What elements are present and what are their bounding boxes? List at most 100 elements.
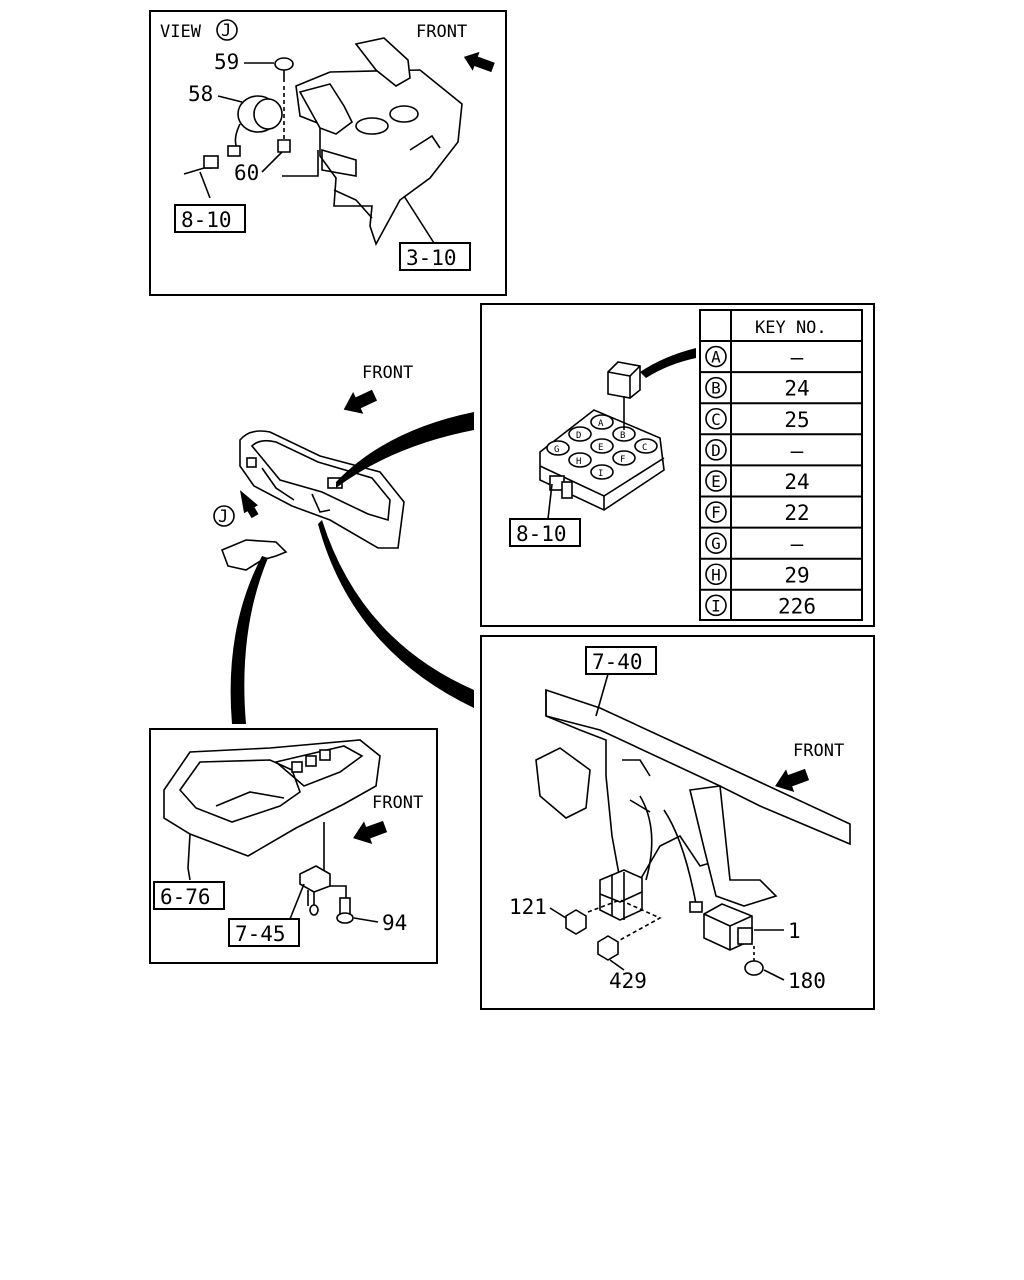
ref-7-45: 7-45 xyxy=(235,922,286,946)
key-letter-circle xyxy=(705,439,727,461)
part-429-drawing xyxy=(597,935,619,961)
view-front-arrow-icon xyxy=(463,51,495,73)
part-58-drawing xyxy=(227,95,283,157)
key-value-f: 22 xyxy=(784,501,809,525)
key-letter-f: F xyxy=(711,503,721,522)
leader-relay-ref xyxy=(547,483,553,520)
view-letter-circle xyxy=(216,19,238,41)
relay-ref: 8-10 xyxy=(516,522,567,546)
leader-180 xyxy=(763,969,785,981)
bracket-drawing xyxy=(295,37,463,246)
key-value-a: – xyxy=(791,346,804,370)
socket-i xyxy=(590,464,614,480)
key-letter-circle xyxy=(705,532,727,554)
key-value-i: 226 xyxy=(778,594,816,618)
socket-i-letter: I xyxy=(598,469,603,479)
view-ref-8-10-box xyxy=(174,204,246,233)
view-part-60: 60 xyxy=(234,161,259,185)
part-60-drawing xyxy=(277,139,291,153)
console-drawing xyxy=(163,739,381,881)
part-1: 1 xyxy=(788,919,801,943)
leader-60 xyxy=(261,151,283,173)
key-letter-g: G xyxy=(711,534,721,553)
part-180: 180 xyxy=(788,969,826,993)
key-letter-a: A xyxy=(711,348,721,367)
part-180-drawing xyxy=(744,960,764,976)
leader-94 xyxy=(353,917,379,923)
leader-7-45 xyxy=(289,883,305,920)
leader-3-10 xyxy=(403,195,435,244)
view-ref-3-10: 3-10 xyxy=(406,246,457,270)
ref-7-45-box xyxy=(228,918,300,947)
frame-drawing xyxy=(535,688,851,913)
lower-left-frame xyxy=(149,728,438,964)
socket-g-letter: G xyxy=(554,445,559,455)
switch-drawing xyxy=(299,865,347,916)
ref-6-76-box xyxy=(153,881,225,910)
leader-121 xyxy=(549,907,567,919)
callout-lower-right xyxy=(318,520,474,708)
key-letter-i: I xyxy=(711,596,721,615)
socket-f-letter: F xyxy=(620,455,625,465)
main-front-arrow-icon xyxy=(343,389,378,414)
socket-c-letter: C xyxy=(642,443,647,453)
relay-drawing xyxy=(607,361,641,430)
callout-relay xyxy=(336,412,474,488)
socket-d-letter: D xyxy=(576,431,581,441)
view-j-arrow-icon xyxy=(240,490,259,519)
key-letter-e: E xyxy=(711,472,721,491)
part-429: 429 xyxy=(609,969,647,993)
relay-frame xyxy=(480,303,875,627)
key-value-g: – xyxy=(791,532,804,556)
bolt-94-drawing xyxy=(336,897,354,924)
view-part-58: 58 xyxy=(188,82,213,106)
key-value-e: 24 xyxy=(784,470,809,494)
leader-7-40 xyxy=(595,673,609,717)
key-letter-b: B xyxy=(711,379,721,398)
main-view-j-circle xyxy=(213,505,235,527)
key-letter-circle xyxy=(705,345,727,368)
key-value-h: 29 xyxy=(784,563,809,587)
relay-block-121-drawing xyxy=(599,869,643,921)
relay-ref-box xyxy=(509,518,581,547)
view-front-label: FRONT xyxy=(416,22,467,42)
socket-g xyxy=(546,440,570,456)
key-value-c: 25 xyxy=(784,408,809,432)
socket-b-letter: B xyxy=(620,431,625,441)
relay-block-drawing: A B C D E F G H I xyxy=(539,409,665,511)
key-letter-circle xyxy=(705,563,727,586)
key-letter-h: H xyxy=(711,565,721,584)
key-letter-circle xyxy=(705,594,727,617)
view-letter: J xyxy=(221,21,231,41)
key-letter-circle xyxy=(705,376,727,399)
lower-left-front-label: FRONT xyxy=(372,793,423,813)
view-j-frame xyxy=(149,10,507,296)
callout-lower-left xyxy=(230,556,268,724)
ref-6-76: 6-76 xyxy=(160,885,211,909)
key-table-header: KEY NO. xyxy=(755,318,827,338)
key-value-d: – xyxy=(791,439,804,463)
key-letter-d: D xyxy=(711,441,721,460)
relay-callout-arrow xyxy=(640,348,696,378)
lower-left-panel: FRONT 6-76 7-45 94 xyxy=(149,728,438,964)
socket-e xyxy=(590,438,614,454)
socket-h-letter: H xyxy=(576,457,581,467)
ref-7-40-box xyxy=(585,646,657,675)
part-59-drawing xyxy=(274,57,294,152)
dash-leaders xyxy=(587,899,662,941)
socket-a-letter: A xyxy=(598,419,604,429)
lower-right-frame xyxy=(480,635,875,1010)
part-94: 94 xyxy=(382,911,407,935)
view-j-panel: VIEW J FRONT xyxy=(149,10,507,296)
bracket-drawing-small xyxy=(220,539,288,571)
leader-58 xyxy=(217,95,243,103)
socket-h xyxy=(568,452,592,468)
part-121: 121 xyxy=(509,895,547,919)
key-value-b: 24 xyxy=(784,377,809,401)
main-front-label: FRONT xyxy=(362,363,413,383)
harness-drawing xyxy=(183,155,219,199)
view-ref-3-10-box xyxy=(399,242,471,271)
leader-bracket xyxy=(282,150,319,177)
socket-d xyxy=(568,426,592,442)
